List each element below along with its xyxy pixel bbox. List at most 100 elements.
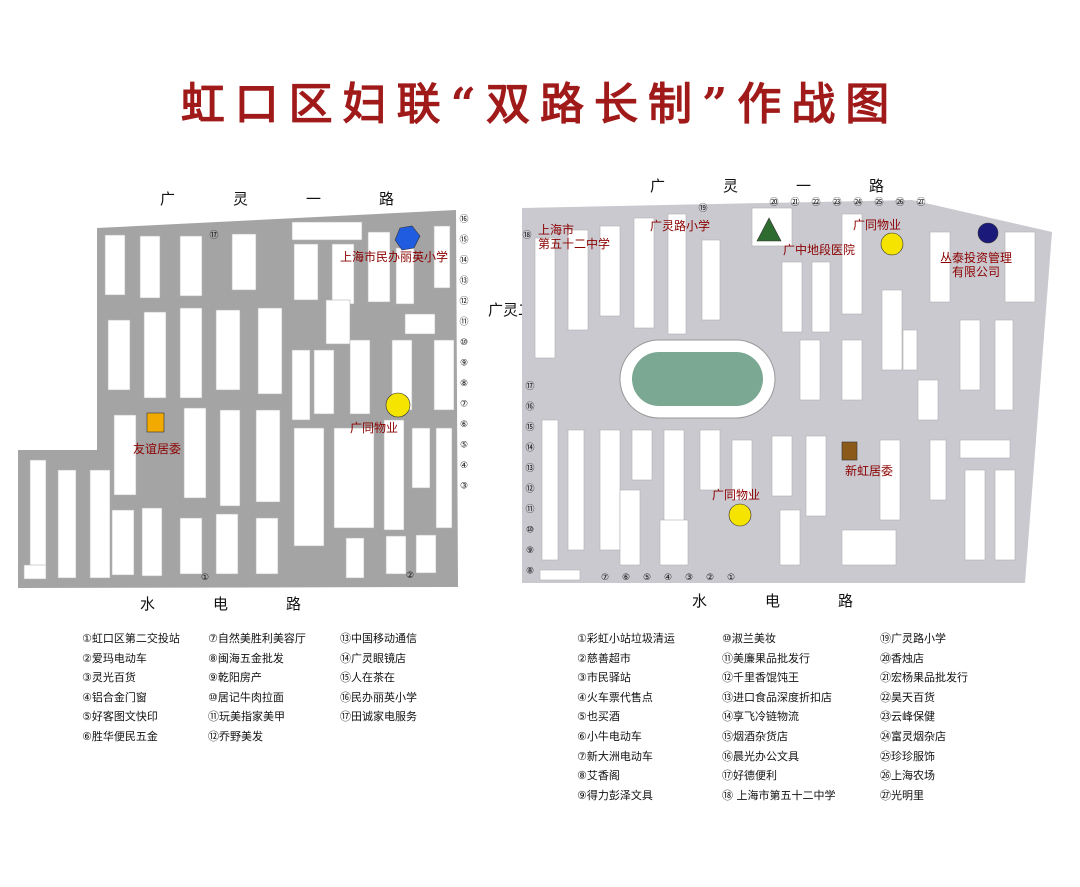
legend-item: ⑯晨光办公文具	[722, 749, 799, 763]
legend-item: ⑳香烛店	[880, 651, 924, 665]
right-edge-number: ⑮	[525, 422, 534, 433]
legend-item: ⑪美廉果品批发行	[722, 651, 810, 665]
right-bottom-number: ②	[706, 573, 714, 583]
left-edge-number: ⑥	[460, 420, 468, 430]
legend-item: ④火车票代售点	[577, 690, 653, 704]
legend-item: ②慈善超市	[577, 651, 631, 665]
right-edge-number: ⑫	[525, 484, 534, 495]
right-left-number: ⑱	[522, 230, 531, 241]
right-buildings	[534, 207, 1036, 581]
legend-item: ⑱ 上海市第五十二中学	[722, 788, 836, 802]
legend-item: ⑧艾香阁	[577, 769, 620, 783]
left-edge-number: ⑩	[460, 338, 468, 348]
legend-item: ㉓云峰保健	[880, 710, 935, 724]
committee-marker-xinhong	[841, 441, 858, 461]
legend-item: ⑤好客图文快印	[82, 710, 158, 724]
right-top-number: ㉔	[853, 197, 862, 208]
right-top-number: ㉖	[895, 197, 904, 208]
legend-item: ⑦自然美胜利美容厅	[208, 632, 306, 645]
legend-col-1: ①虹口区第二交投站 ②爱玛电动车 ③灵光百货 ④铝合金门窗 ⑤好客图文快印 ⑥胜华便民五金	[82, 629, 180, 747]
company-marker	[977, 222, 999, 244]
legend-item: ⑪玩美指家美甲	[208, 710, 285, 724]
legend-item: ⑬进口食品深度折扣店	[722, 690, 832, 704]
legend-item: ②爱玛电动车	[82, 651, 147, 665]
legend-item: ㉑宏杨果品批发行	[880, 671, 968, 685]
legend-item: ⑥小牛电动车	[577, 729, 642, 743]
legend-item: ⑭享飞冷链物流	[722, 710, 799, 724]
right-bottom-number: ③	[685, 573, 693, 583]
legend-item: ⑨乾阳房产	[208, 671, 262, 685]
legend-item: ⑲广灵路小学	[880, 632, 946, 645]
legend-item: ⑩淑兰美妆	[722, 632, 776, 645]
legend-item: ㉗光明里	[880, 788, 924, 802]
road-label-guangling-1-left: 广灵一路	[160, 190, 453, 208]
right-top-number: ㉕	[874, 197, 883, 208]
legend-item: ㉒昊天百货	[880, 690, 935, 704]
right-bottom-number: ⑦	[601, 573, 609, 583]
legend-item: ㉕珍珍服饰	[880, 749, 935, 763]
legend-item: ⑮烟酒杂货店	[722, 729, 788, 743]
right-top-number: ㉗	[916, 197, 925, 208]
road-label-shuidian-left: 水电路	[140, 595, 360, 613]
legend-item: ⑤也买酒	[577, 710, 620, 724]
right-edge-number: ⑬	[525, 463, 534, 474]
right-edge-number: ⑩	[526, 526, 534, 536]
label-guangtong-top: 广同物业	[853, 218, 901, 232]
right-edge-number: ⑧	[526, 567, 534, 577]
left-edge-number: ⑪	[459, 317, 468, 328]
left-edge-number: ⑧	[460, 379, 468, 389]
right-edge-number: ⑪	[525, 504, 534, 515]
label-liying-school-1: 上海市民办丽英小学	[340, 249, 448, 264]
right-top-number: ㉒	[811, 197, 820, 208]
property-marker-top-right	[880, 232, 904, 256]
right-top-number: ㉑	[790, 197, 799, 208]
left-edge-number: ⑨	[460, 359, 468, 369]
hospital-marker	[756, 217, 782, 242]
left-buildings	[23, 221, 455, 580]
legend-item: ⑭广灵眼镜店	[340, 651, 406, 665]
legend-item: ③市民驿站	[577, 671, 631, 685]
legend-col-5: ⑩淑兰美妆 ⑪美廉果品批发行 ⑫千里香馄饨王 ⑬进口食品深度折扣店 ⑭享飞冷链物流 ⑮烟酒…	[722, 629, 836, 805]
left-bottom-number: ②	[406, 571, 414, 581]
label-xinhong-committee: 新虹居委	[845, 463, 893, 478]
legend-item: ⑨得力彭泽文具	[577, 788, 653, 802]
road-label-guangling-1-right: 广灵一路	[650, 177, 943, 195]
property-marker-left	[385, 392, 411, 418]
left-edge-number: ③	[460, 482, 468, 492]
left-edge-number: ⑭	[459, 255, 468, 266]
committee-marker-youyi	[146, 412, 165, 433]
legend-item: ⑮人在茶在	[340, 671, 395, 685]
label-company-1: 丛泰投资管理	[940, 250, 1012, 265]
right-edge-number: ⑨	[526, 546, 534, 556]
left-edge-number: ④	[460, 461, 468, 471]
label-company-2: 有限公司	[952, 265, 1000, 279]
legend-item: ⑫千里香馄饨王	[722, 671, 799, 685]
legend-item: ①虹口区第二交投站	[82, 632, 180, 645]
label-youyi-committee: 友谊居委	[133, 441, 181, 456]
label-hospital: 广中地段医院	[783, 242, 855, 257]
legend-item: ⑥胜华便民五金	[82, 729, 158, 743]
legend-item: ④铝合金门窗	[82, 690, 147, 704]
legend-item: ⑦新大洲电动车	[577, 749, 653, 763]
right-edge-number: ⑯	[525, 402, 534, 413]
right-bottom-number: ⑤	[643, 573, 651, 583]
right-district-area	[522, 200, 1052, 583]
right-top-number: ㉓	[832, 197, 841, 208]
label-guangtong-mid: 广同物业	[712, 488, 760, 502]
legend-item: ⑰田诚家电服务	[340, 710, 417, 724]
right-bottom-number: ⑥	[622, 573, 630, 583]
property-marker-mid-right	[728, 503, 752, 527]
right-bottom-number: ④	[664, 573, 672, 583]
right-edge-number: ⑰	[525, 381, 534, 392]
right-edge-number: ⑭	[525, 443, 534, 454]
page-title: 虹口区妇联“双路长制”作战图	[180, 79, 900, 130]
legend-item: ⑧闽海五金批发	[208, 651, 284, 665]
right-top-number: ⑲	[698, 203, 707, 214]
left-top-number: ⑰	[209, 230, 218, 241]
legend-item: ③灵光百货	[82, 671, 136, 685]
